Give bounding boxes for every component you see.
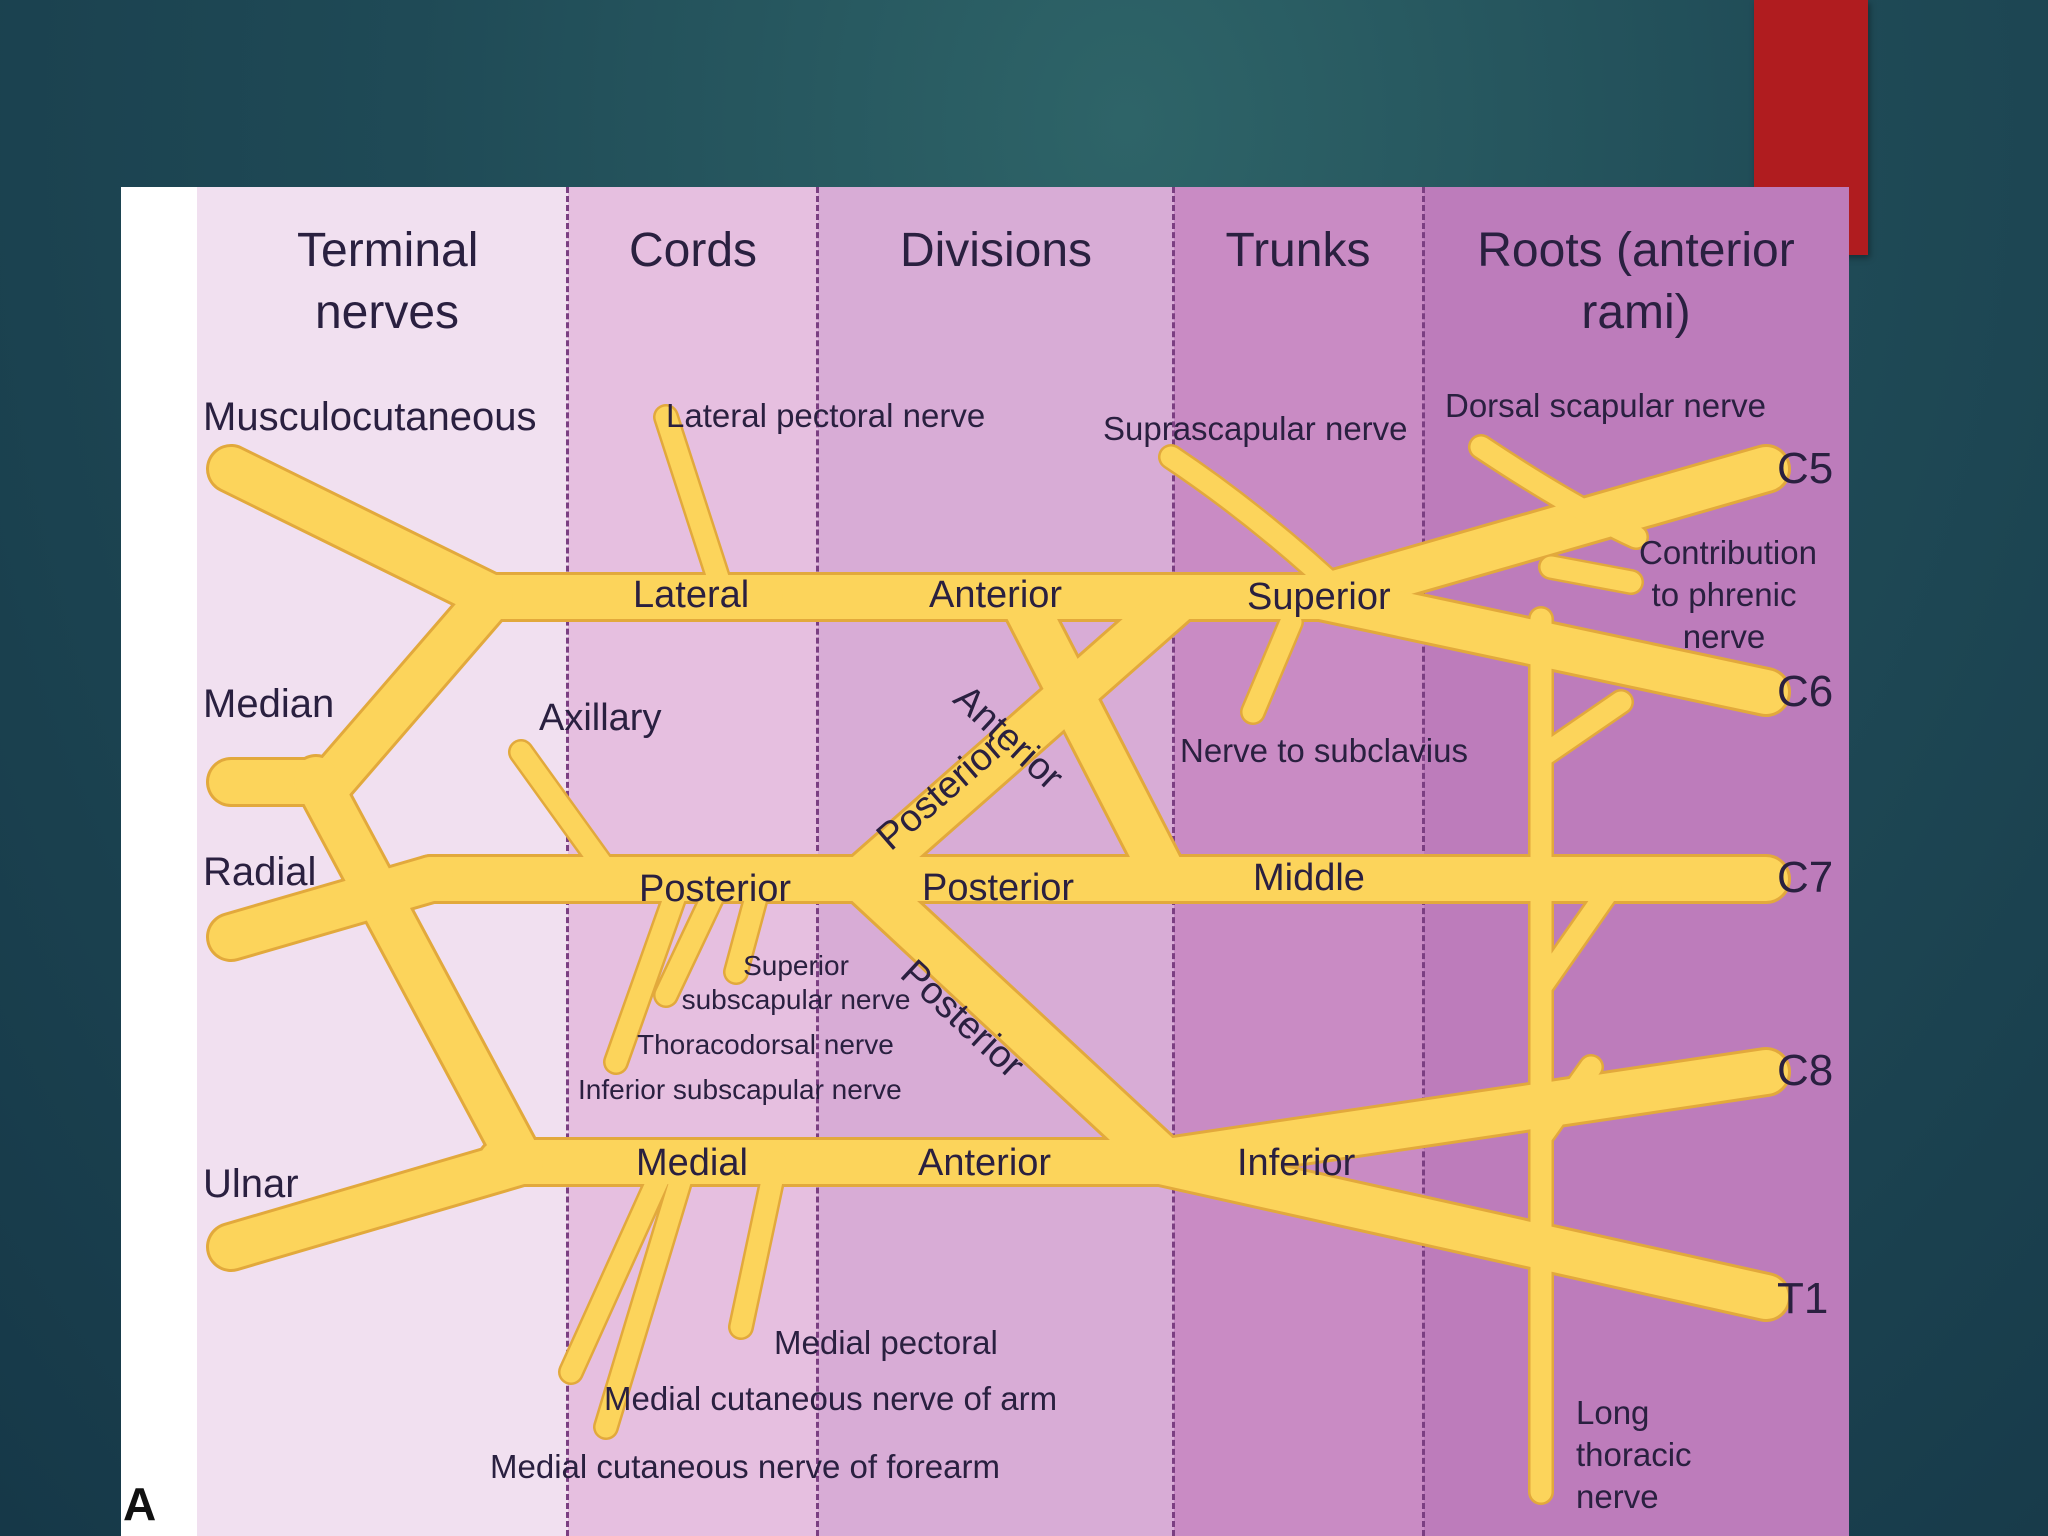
white-margin [121, 187, 197, 1536]
label-lateral-pectoral-nerve: Lateral pectoral nerve [666, 397, 986, 434]
label-root-c5: C5 [1777, 444, 1834, 493]
label-root-c7: C7 [1777, 853, 1834, 902]
nerve-fill-layer [209, 447, 1788, 1319]
label-thoracodorsal-nerve: Thoracodorsal nerve [637, 1029, 894, 1060]
label-medial-cutaneous-nerve-of-forearm: Medial cutaneous nerve of forearm [490, 1448, 1000, 1485]
label-division-posterior-middle: Posterior [922, 867, 1075, 909]
label-contribution-to-phrenic-nerve: Contribution to phrenic nerve [1639, 534, 1817, 655]
label-inferior-subscapular-nerve: Inferior subscapular nerve [578, 1074, 902, 1105]
label-radial: Radial [203, 850, 317, 894]
label-superior-subscapular-nerve: Superior subscapular nerve [681, 950, 911, 1015]
header-terminal-nerves: Terminal nerves [297, 224, 479, 339]
label-musculocutaneous: Musculocutaneous [203, 395, 537, 439]
label-cord-posterior: Posterior [639, 868, 792, 910]
label-long-thoracic-nerve: Long thoracic nerve [1576, 1394, 1692, 1515]
brachial-plexus-diagram: Terminal nerves Cords Divisions Trunks R… [121, 187, 1849, 1536]
nerve-paths [206, 404, 1791, 1505]
label-cord-medial: Medial [636, 1142, 748, 1184]
label-trunk-inferior: Inferior [1237, 1142, 1356, 1184]
label-root-c8: C8 [1777, 1046, 1834, 1095]
label-trunk-superior: Superior [1247, 576, 1391, 618]
label-division-anterior-bottom: Anterior [918, 1142, 1052, 1184]
label-suprascapular-nerve: Suprascapular nerve [1103, 410, 1408, 447]
label-median: Median [203, 682, 335, 726]
label-root-c6: C6 [1777, 667, 1834, 716]
label-medial-cutaneous-nerve-of-arm: Medial cutaneous nerve of arm [604, 1380, 1058, 1417]
header-roots: Roots (anterior rami) [1477, 224, 1795, 339]
label-dorsal-scapular-nerve: Dorsal scapular nerve [1445, 387, 1766, 424]
label-trunk-middle: Middle [1253, 857, 1365, 899]
label-nerve-to-subclavius: Nerve to subclavius [1180, 732, 1468, 769]
label-root-t1: T1 [1777, 1274, 1829, 1323]
label-cord-lateral: Lateral [633, 574, 750, 616]
label-division-anterior-top: Anterior [929, 574, 1063, 616]
label-axillary: Axillary [539, 697, 662, 739]
panel-label: A [123, 1478, 157, 1530]
header-divisions: Divisions [899, 224, 1093, 277]
header-cords: Cords [628, 224, 758, 277]
branch-fill-layer [510, 406, 1647, 1503]
header-trunks: Trunks [1225, 224, 1371, 277]
label-ulnar: Ulnar [203, 1162, 299, 1206]
label-medial-pectoral: Medial pectoral [774, 1324, 998, 1361]
